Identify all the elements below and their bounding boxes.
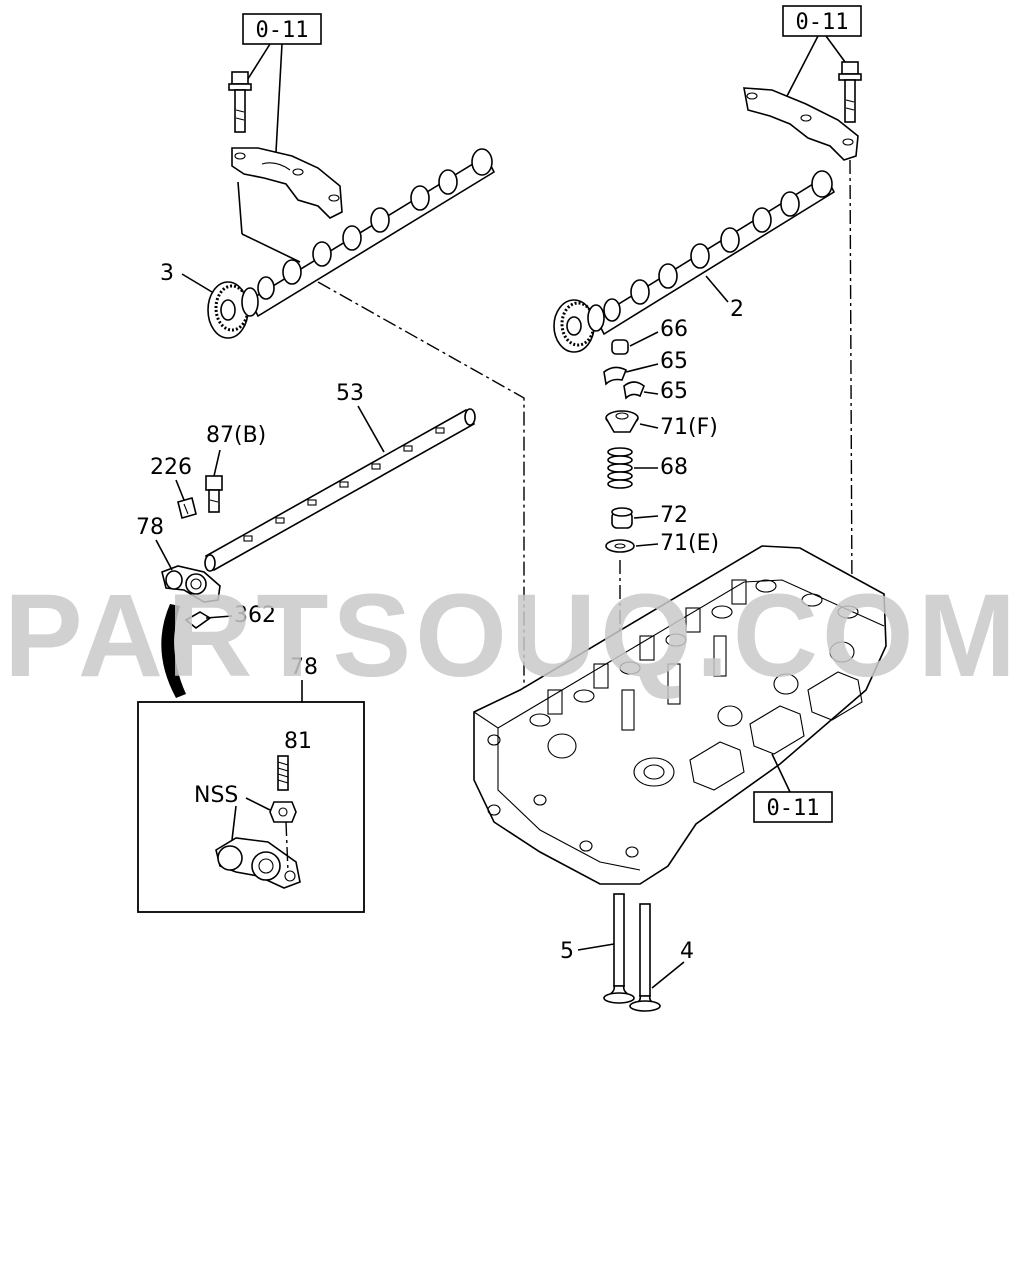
leader-5 (577, 943, 615, 951)
leader-nss-arm (231, 805, 237, 841)
cam-gear-exhaust[interactable] (553, 299, 605, 353)
label-72: 72 (660, 503, 688, 528)
guide-line-right (849, 159, 853, 599)
leader-ref-head (771, 753, 791, 793)
valve-cotter-65b[interactable] (623, 381, 645, 400)
label-65b: 65 (660, 379, 688, 404)
leader-72 (633, 515, 659, 519)
label-87b: 87(B) (206, 423, 266, 448)
guide-line-left (317, 281, 525, 694)
valve-lash-adjuster-66[interactable] (611, 339, 629, 355)
label-71f: 71(F) (660, 415, 718, 440)
leader-bracket-to-shaft (237, 181, 243, 235)
label-226: 226 (150, 455, 192, 480)
clip-226[interactable] (177, 497, 197, 519)
ref-box-head[interactable]: 0-11 (753, 791, 833, 823)
leader-87b (213, 449, 221, 477)
cam-gear-intake[interactable] (207, 281, 259, 339)
cam-bracket-right[interactable] (743, 87, 859, 161)
label-362: 362 (234, 603, 276, 628)
label-68: 68 (660, 455, 688, 480)
rocker-arm-78[interactable] (161, 565, 221, 603)
label-nss: NSS (194, 783, 238, 808)
ref-top-left-text: 0-11 (256, 18, 309, 43)
leader-71e (635, 543, 659, 547)
leader-ref-tr-bolt (825, 35, 849, 67)
inset-arrow (161, 604, 186, 698)
label-5: 5 (560, 939, 574, 964)
rocker-shaft-53[interactable] (204, 408, 476, 572)
label-71e: 71(E) (660, 531, 719, 556)
leader-65a (625, 363, 659, 373)
camshaft-exhaust[interactable] (594, 170, 836, 336)
nut-nss[interactable] (269, 801, 297, 823)
label-3: 3 (160, 261, 174, 286)
ref-head-text: 0-11 (767, 796, 820, 821)
cam-bracket-left[interactable] (231, 147, 343, 219)
leader-4 (651, 961, 685, 989)
leader-53 (357, 405, 385, 453)
valve-spring-seat-71e[interactable] (605, 539, 635, 553)
label-2: 2 (730, 297, 744, 322)
label-65a: 65 (660, 349, 688, 374)
ref-box-top-right[interactable]: 0-11 (782, 5, 862, 37)
leader-65b (643, 391, 659, 395)
leader-66 (629, 331, 659, 347)
leader-71f (639, 423, 659, 429)
bolt-87b[interactable] (205, 475, 223, 513)
leader-78 (155, 539, 173, 571)
label-78-inset: 78 (290, 655, 318, 680)
cylinder-head[interactable] (473, 545, 887, 885)
label-66: 66 (660, 317, 688, 342)
leader-bracket-to-shaft-2 (241, 233, 301, 263)
label-53: 53 (336, 381, 364, 406)
exhaust-valve-4[interactable] (629, 903, 661, 1012)
valve-cotter-65a[interactable] (603, 366, 628, 386)
bolt-top-left[interactable] (228, 71, 252, 133)
intake-valve-5[interactable] (603, 893, 635, 1004)
guide-line-inset (285, 821, 289, 873)
valve-spring-retainer-71f[interactable] (605, 410, 639, 433)
adjusting-screw-81[interactable] (277, 755, 289, 791)
watermark-text: PARTSOUQ.COM (4, 570, 1020, 702)
leader-2 (705, 275, 729, 303)
leader-nss-nut (245, 797, 271, 811)
valve-stem-seal-72[interactable] (611, 507, 633, 529)
leader-ref-tl-bracket (275, 43, 283, 153)
leader-3 (181, 273, 213, 293)
leader-ref-tr-bracket (785, 35, 819, 99)
valve-spring-68[interactable] (607, 447, 633, 489)
rocker-arm-inset[interactable] (215, 837, 301, 889)
label-81: 81 (284, 729, 312, 754)
label-78: 78 (136, 515, 164, 540)
bolt-top-right[interactable] (838, 61, 862, 123)
leader-226 (175, 479, 185, 501)
inset-box (137, 701, 365, 913)
ref-top-right-text: 0-11 (796, 10, 849, 35)
leader-ref-tl-bolt (245, 43, 271, 83)
label-4: 4 (680, 939, 694, 964)
ref-box-top-left[interactable]: 0-11 (242, 13, 322, 45)
leader-362 (205, 615, 233, 619)
